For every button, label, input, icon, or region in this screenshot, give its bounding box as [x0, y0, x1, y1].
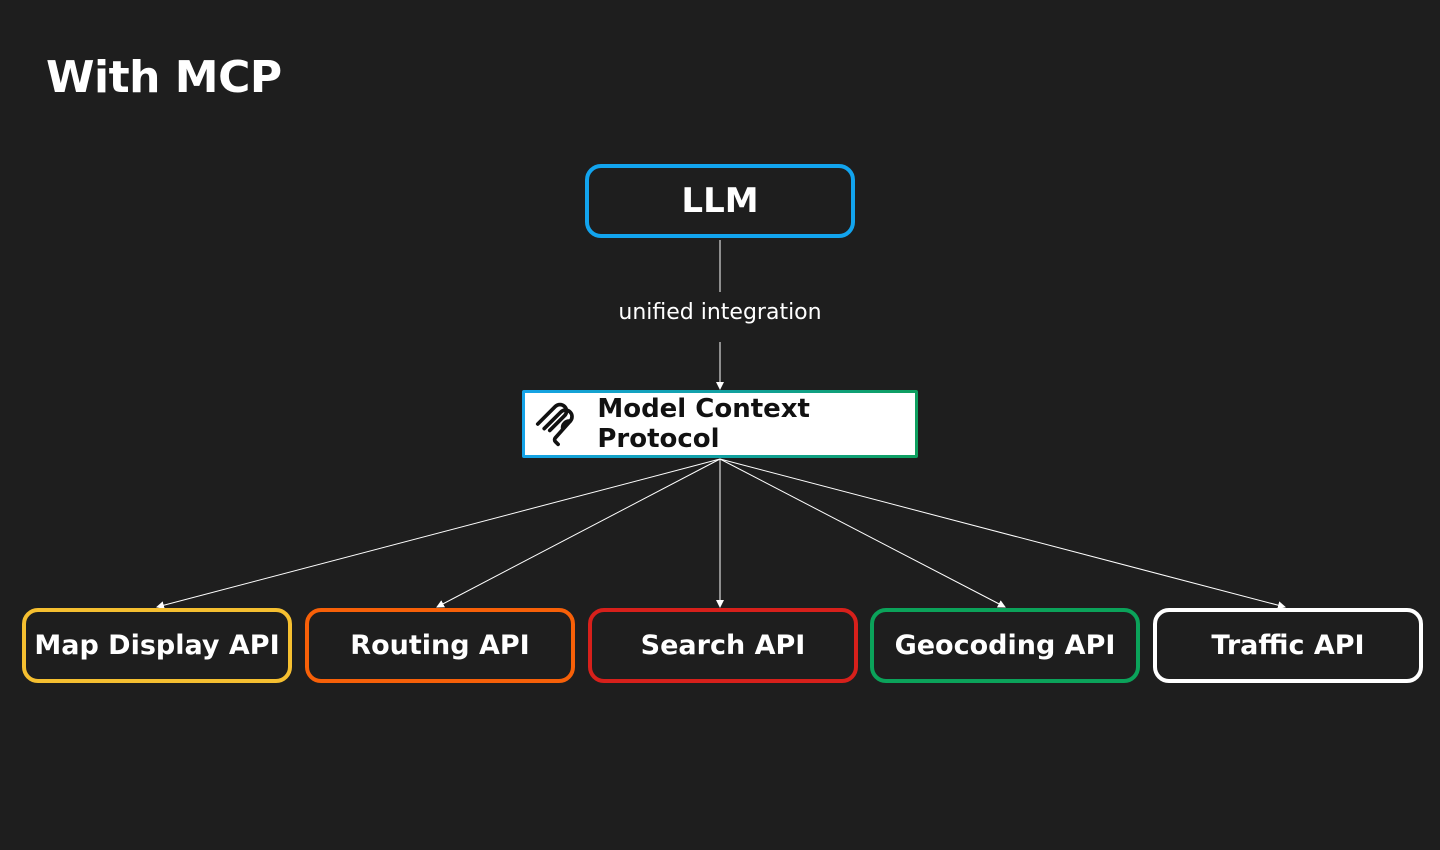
- api-label: Traffic API: [1211, 630, 1365, 661]
- arrow-map-display: [156, 458, 721, 610]
- api-node-map-display: Map Display API: [22, 608, 292, 683]
- arrow-routing: [436, 458, 721, 608]
- llm-node: LLM: [585, 164, 855, 238]
- api-node-geocoding: Geocoding API: [870, 608, 1140, 683]
- mcp-logo-icon: [535, 402, 574, 447]
- api-label: Geocoding API: [894, 630, 1116, 661]
- api-label: Search API: [640, 630, 806, 661]
- arrow-traffic: [719, 458, 1286, 610]
- api-node-search: Search API: [588, 608, 858, 683]
- connector-label: unified integration: [560, 300, 880, 325]
- llm-label: LLM: [681, 181, 759, 221]
- mcp-label: Model Context Protocol: [597, 394, 810, 454]
- api-label: Routing API: [350, 630, 530, 661]
- arrow-geocoding: [719, 458, 1006, 608]
- page-title: With MCP: [46, 52, 282, 103]
- api-node-traffic: Traffic API: [1153, 608, 1423, 683]
- api-node-routing: Routing API: [305, 608, 575, 683]
- mcp-node: Model Context Protocol: [522, 390, 918, 458]
- api-label: Map Display API: [34, 630, 280, 661]
